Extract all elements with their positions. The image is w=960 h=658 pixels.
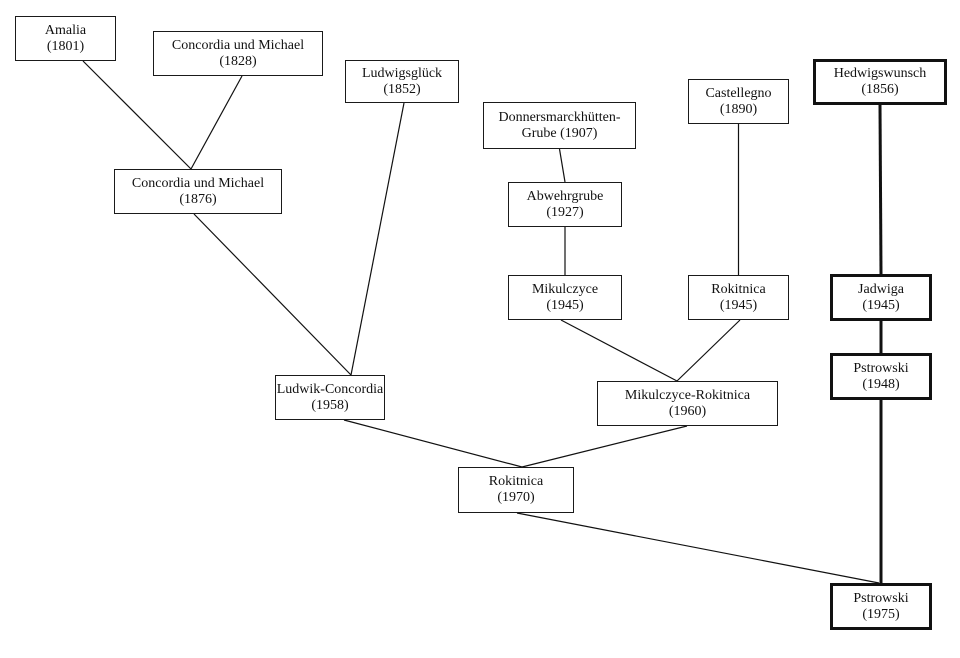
node-year: (1856) — [861, 82, 899, 97]
node-year: (1890) — [719, 101, 758, 117]
node-year: (1876) — [179, 191, 217, 207]
node-name: Amalia — [44, 22, 87, 38]
edge-rokitnica-1970-to-pstrowski-1975 — [516, 512, 880, 584]
node-name: Concordia und Michael — [171, 37, 305, 53]
node-name: Castellegno — [705, 85, 772, 101]
edge-concordia-1828-to-concordia-1876 — [190, 75, 243, 170]
node-castellegno: Castellegno (1890) — [688, 79, 789, 124]
node-rokitnica-1970: Rokitnica (1970) — [458, 467, 574, 513]
node-pstrowski-1975: Pstrowski (1975) — [830, 583, 932, 630]
node-concordia-1876: Concordia und Michael (1876) — [114, 169, 282, 214]
edge-ludwigsglueck-to-ludwik-concordia — [350, 102, 405, 376]
node-name: Rokitnica — [488, 474, 544, 489]
node-year: (1975) — [862, 606, 900, 622]
node-ludwigsglueck: Ludwigsglück (1852) — [345, 60, 459, 103]
node-pstrowski-1948: Pstrowski (1948) — [830, 353, 932, 400]
node-name: Donnersmarckhütten- — [498, 109, 621, 125]
node-name: Rokitnica — [711, 281, 766, 297]
node-name: Abwehrgrube — [526, 188, 604, 204]
edge-hedwigswunsch-to-jadwiga — [878, 104, 883, 275]
node-mikulczyce-rokitnica: Mikulczyce-Rokitnica (1960) — [597, 381, 778, 426]
node-year: (1927) — [546, 204, 584, 220]
node-name: Pstrowski — [853, 360, 909, 376]
node-abwehrgrube: Abwehrgrube (1927) — [508, 182, 622, 227]
node-concordia-1828: Concordia und Michael (1828) — [153, 31, 323, 76]
node-ludwik-concordia: Ludwik-Concordia (1958) — [275, 375, 385, 420]
node-mikulczyce: Mikulczyce (1945) — [508, 275, 622, 320]
node-year: (1828) — [219, 53, 257, 69]
node-year: (1958) — [311, 397, 349, 413]
node-name: Hedwigswunsch — [833, 66, 927, 81]
edge-amalia-to-concordia-1876 — [82, 60, 192, 170]
node-hedwigswunsch: Hedwigswunsch (1856) — [813, 59, 947, 105]
edge-concordia-1876-to-ludwik-concordia — [193, 213, 352, 376]
node-jadwiga: Jadwiga (1945) — [830, 274, 932, 321]
node-year: (1960) — [668, 403, 707, 419]
node-year: Grube (1907) — [521, 125, 598, 141]
node-year: (1801) — [46, 38, 85, 54]
node-name: Concordia und Michael — [131, 175, 265, 191]
node-year: (1945) — [719, 297, 758, 313]
edge-mikulczyce-rokitnica-to-rokitnica-1970 — [521, 425, 688, 468]
edge-ludwik-concordia-to-rokitnica-1970 — [343, 419, 523, 468]
edge-rokitnica-1945-to-mikulczyce-rokitnica — [676, 319, 741, 382]
node-year: (1948) — [862, 376, 900, 392]
node-year: (1970) — [497, 490, 535, 505]
node-name: Pstrowski — [853, 590, 909, 606]
node-name: Jadwiga — [858, 281, 904, 297]
node-year: (1945) — [546, 297, 584, 313]
node-name: Mikulczyce-Rokitnica — [624, 387, 751, 403]
node-year: (1852) — [383, 81, 421, 97]
node-name: Ludwik-Concordia — [276, 381, 384, 397]
node-rokitnica-1945: Rokitnica (1945) — [688, 275, 789, 320]
node-year: (1945) — [862, 297, 900, 313]
node-amalia: Amalia (1801) — [15, 16, 116, 61]
edge-mikulczyce-to-mikulczyce-rokitnica — [560, 319, 678, 382]
node-name: Mikulczyce — [531, 281, 599, 297]
node-donnersmarck: Donnersmarckhütten- Grube (1907) — [483, 102, 636, 149]
edge-donnersmarck-to-abwehrgrube — [558, 148, 566, 183]
node-name: Ludwigsglück — [361, 65, 443, 81]
